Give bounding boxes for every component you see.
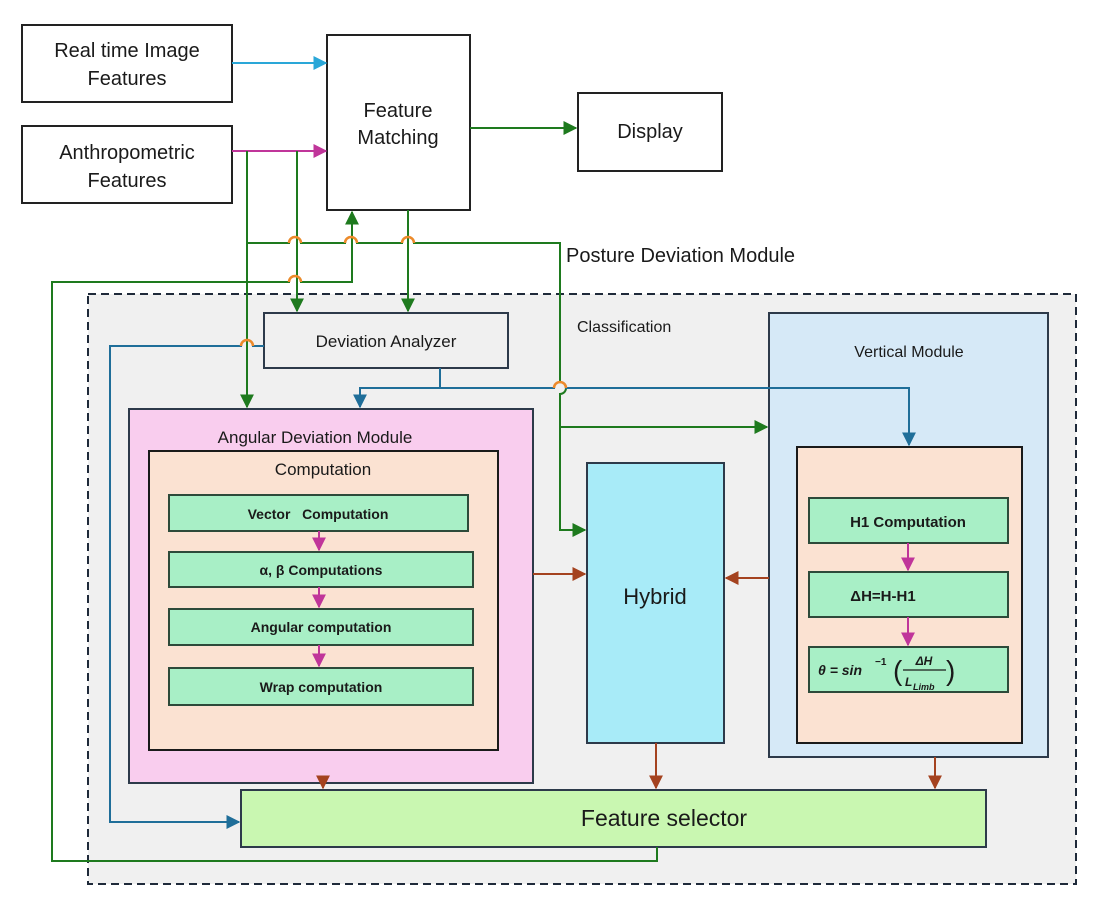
feature-selector-box bbox=[240, 789, 987, 848]
feature-selector-label: Feature selector bbox=[581, 805, 748, 831]
feature-matching-label-2: Matching bbox=[357, 127, 438, 149]
vector-computation-label: Vector Computation bbox=[248, 506, 389, 522]
angular-computation-label: Angular computation bbox=[251, 619, 392, 635]
theta-formula-denominator: L bbox=[905, 675, 912, 689]
realtime-features-label-2: Features bbox=[88, 68, 167, 90]
angular-computation-step bbox=[168, 608, 474, 646]
hop-mark-5 bbox=[239, 338, 255, 347]
vector-computation-step bbox=[168, 494, 469, 532]
theta-formula-close-paren: ) bbox=[946, 655, 955, 686]
feature-matching-label-1: Feature bbox=[364, 100, 433, 122]
angular-module-title: Angular Deviation Module bbox=[218, 428, 413, 447]
computation-title: Computation bbox=[275, 460, 371, 479]
display-box bbox=[577, 92, 723, 172]
alpha-beta-computations-label: α, β Computations bbox=[260, 562, 383, 578]
hybrid-label: Hybrid bbox=[623, 584, 687, 609]
realtime-image-features-box bbox=[21, 24, 233, 103]
hop-mark-4 bbox=[287, 274, 303, 283]
deviation-analyzer-box bbox=[263, 312, 509, 369]
theta-formula-exponent: −1 bbox=[875, 657, 887, 668]
wrap-computation-label: Wrap computation bbox=[260, 679, 383, 695]
wrap-computation-step bbox=[168, 667, 474, 706]
theta-formula-prefix: θ = sin bbox=[818, 662, 862, 678]
classification-label: Classification bbox=[577, 319, 671, 336]
analyzer-to-angular-arrow bbox=[353, 368, 441, 409]
hop-mark-2 bbox=[343, 235, 359, 244]
posture-deviation-module-label: Posture Deviation Module bbox=[566, 245, 795, 267]
theta-formula-open-paren: ( bbox=[893, 655, 903, 686]
anthropometric-features-box bbox=[21, 125, 233, 204]
hop-mark-1 bbox=[287, 235, 303, 244]
feature-matching-box bbox=[326, 34, 471, 211]
theta-formula-numerator: ΔH bbox=[915, 654, 933, 668]
hop-mark-6 bbox=[552, 380, 568, 389]
deviation-analyzer-label: Deviation Analyzer bbox=[316, 332, 457, 351]
alpha-beta-computations-step bbox=[168, 551, 474, 588]
theta-formula-denominator-sub: Limb bbox=[913, 682, 935, 692]
realtime-features-label-1: Real time Image bbox=[54, 40, 200, 62]
vertical-module-title: Vertical Module bbox=[854, 344, 963, 361]
hop-mark-3 bbox=[400, 235, 416, 244]
anthropometric-label-1: Anthropometric bbox=[59, 142, 195, 164]
delta-h-label: ΔH=H-H1 bbox=[850, 588, 915, 605]
delta-h-step bbox=[808, 571, 1009, 618]
h1-computation-label: H1 Computation bbox=[850, 514, 966, 531]
hybrid-box bbox=[586, 462, 725, 744]
anthropometric-label-2: Features bbox=[88, 170, 167, 192]
display-label: Display bbox=[617, 121, 683, 143]
